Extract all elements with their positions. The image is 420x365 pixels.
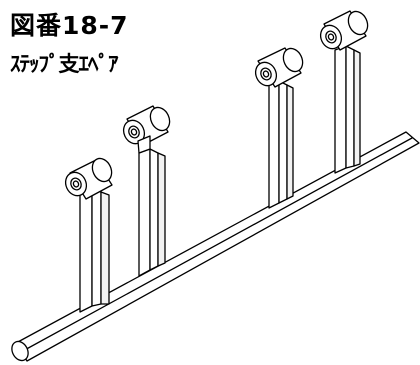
step-support-3 xyxy=(254,47,304,209)
figure-number: 図番18-7 xyxy=(10,11,129,40)
horizontal-bar xyxy=(11,131,420,362)
step-support-4 xyxy=(319,10,369,174)
figure-caption: ｽﾃｯﾌﾟ支ｴﾍﾟｱ xyxy=(10,52,118,76)
step-support-2 xyxy=(122,105,171,277)
step-support-1 xyxy=(64,157,113,313)
